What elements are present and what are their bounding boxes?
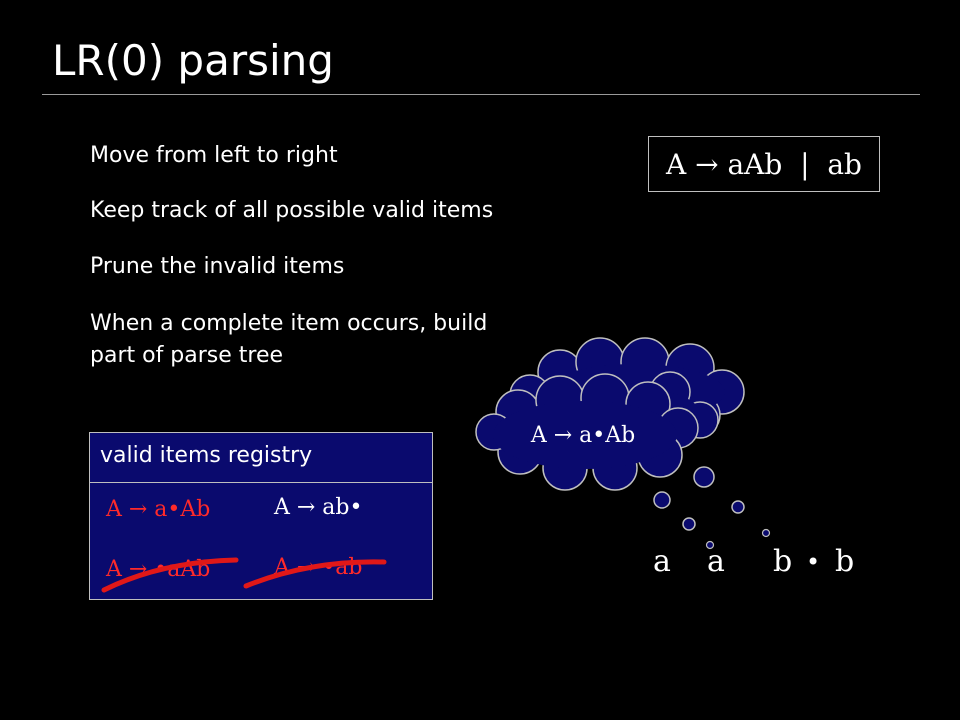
slide-title: LR(0) parsing [52,36,334,85]
registry-item-1: A → a•Ab [106,497,211,522]
strike-line-1 [101,557,239,593]
registry-item-2: A → ab• [274,495,363,520]
input-symbol-3: b [773,544,793,579]
input-position-marker: • [806,548,821,576]
thought-cloud-text: A → a•Ab [530,423,635,448]
bullet-4-line-2: part of parse tree [90,343,284,368]
grammar-box: A → aAb | ab [648,136,880,192]
thought-bubble-6 [705,540,715,550]
input-symbol-1: a [653,544,671,579]
registry-title: valid items registry [100,443,313,468]
bullet-2: Keep track of all possible valid items [90,198,494,223]
bullet-4-line-1: When a complete item occurs, build [90,311,488,336]
title-divider [42,94,920,95]
bullet-1: Move from left to right [90,143,338,168]
thought-cloud-front [475,373,699,491]
thought-bubble-2 [653,491,671,509]
input-symbol-4: b [835,544,855,579]
thought-bubble-4 [682,517,696,531]
thought-bubble-5 [761,528,771,538]
strike-line-2 [243,559,387,589]
registry-divider [90,482,432,483]
thought-bubble-3 [731,500,745,514]
bullet-3: Prune the invalid items [90,254,345,279]
thought-bubble-1 [693,466,715,488]
input-symbol-2: a [707,544,725,579]
